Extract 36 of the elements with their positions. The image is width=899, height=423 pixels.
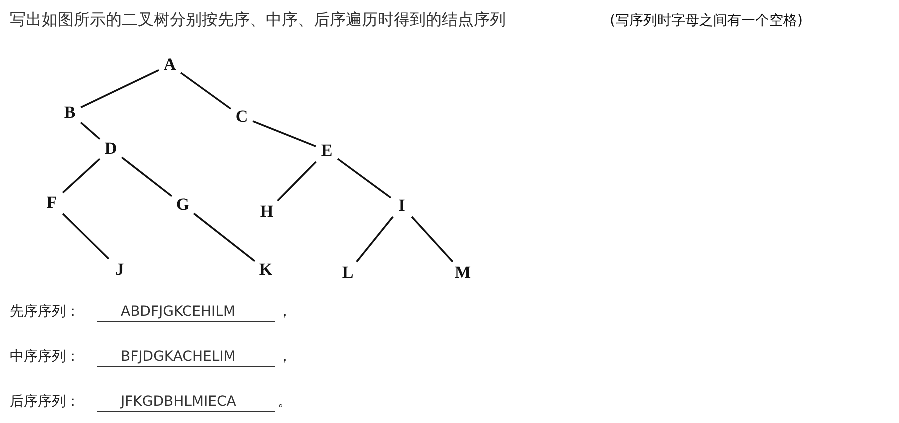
row-label: 中序序列： [10, 348, 80, 367]
node-letter: M [453, 263, 473, 283]
question-text: 写出如图所示的二叉树分别按先序、中序、后序遍历时得到的结点序列 [10, 10, 506, 31]
tree-edge [252, 120, 316, 148]
node-letter: H [257, 202, 277, 222]
node-letter: I [392, 196, 412, 216]
node-letter: D [101, 139, 121, 159]
punctuation: ， [278, 303, 292, 322]
row-label: 先序序列： [10, 303, 80, 322]
tree-edge [411, 216, 454, 263]
node-letter: F [42, 193, 62, 213]
row-label: 后序序列： [10, 393, 80, 412]
node-letter: K [256, 260, 276, 280]
tree-edge [356, 216, 394, 263]
node-letter: A [160, 55, 180, 75]
tree-edge [62, 158, 101, 194]
tree-edge [62, 213, 110, 260]
node-letter: L [338, 263, 358, 283]
answer-line: JFKGDBHLMIECA [97, 392, 275, 412]
node-letter: B [60, 103, 80, 123]
tree-edge [277, 161, 317, 202]
answer-line: BFJDGKACHELIM [97, 347, 275, 367]
tree-edge [180, 72, 232, 110]
punctuation: ， [278, 348, 292, 367]
node-letter: E [317, 141, 337, 161]
tree-edge [80, 122, 101, 140]
tree-edge [193, 212, 256, 262]
punctuation: 。 [278, 393, 292, 412]
tree-edge [80, 69, 160, 109]
answer-line: ABDFJGKCEHILM [97, 302, 275, 322]
node-letter: J [110, 260, 130, 280]
tree-edge [337, 158, 392, 199]
node-letter: C [232, 107, 252, 127]
note-text: (写序列时字母之间有一个空格) [610, 12, 803, 30]
tree-edge [121, 156, 173, 198]
node-letter: G [173, 195, 193, 215]
